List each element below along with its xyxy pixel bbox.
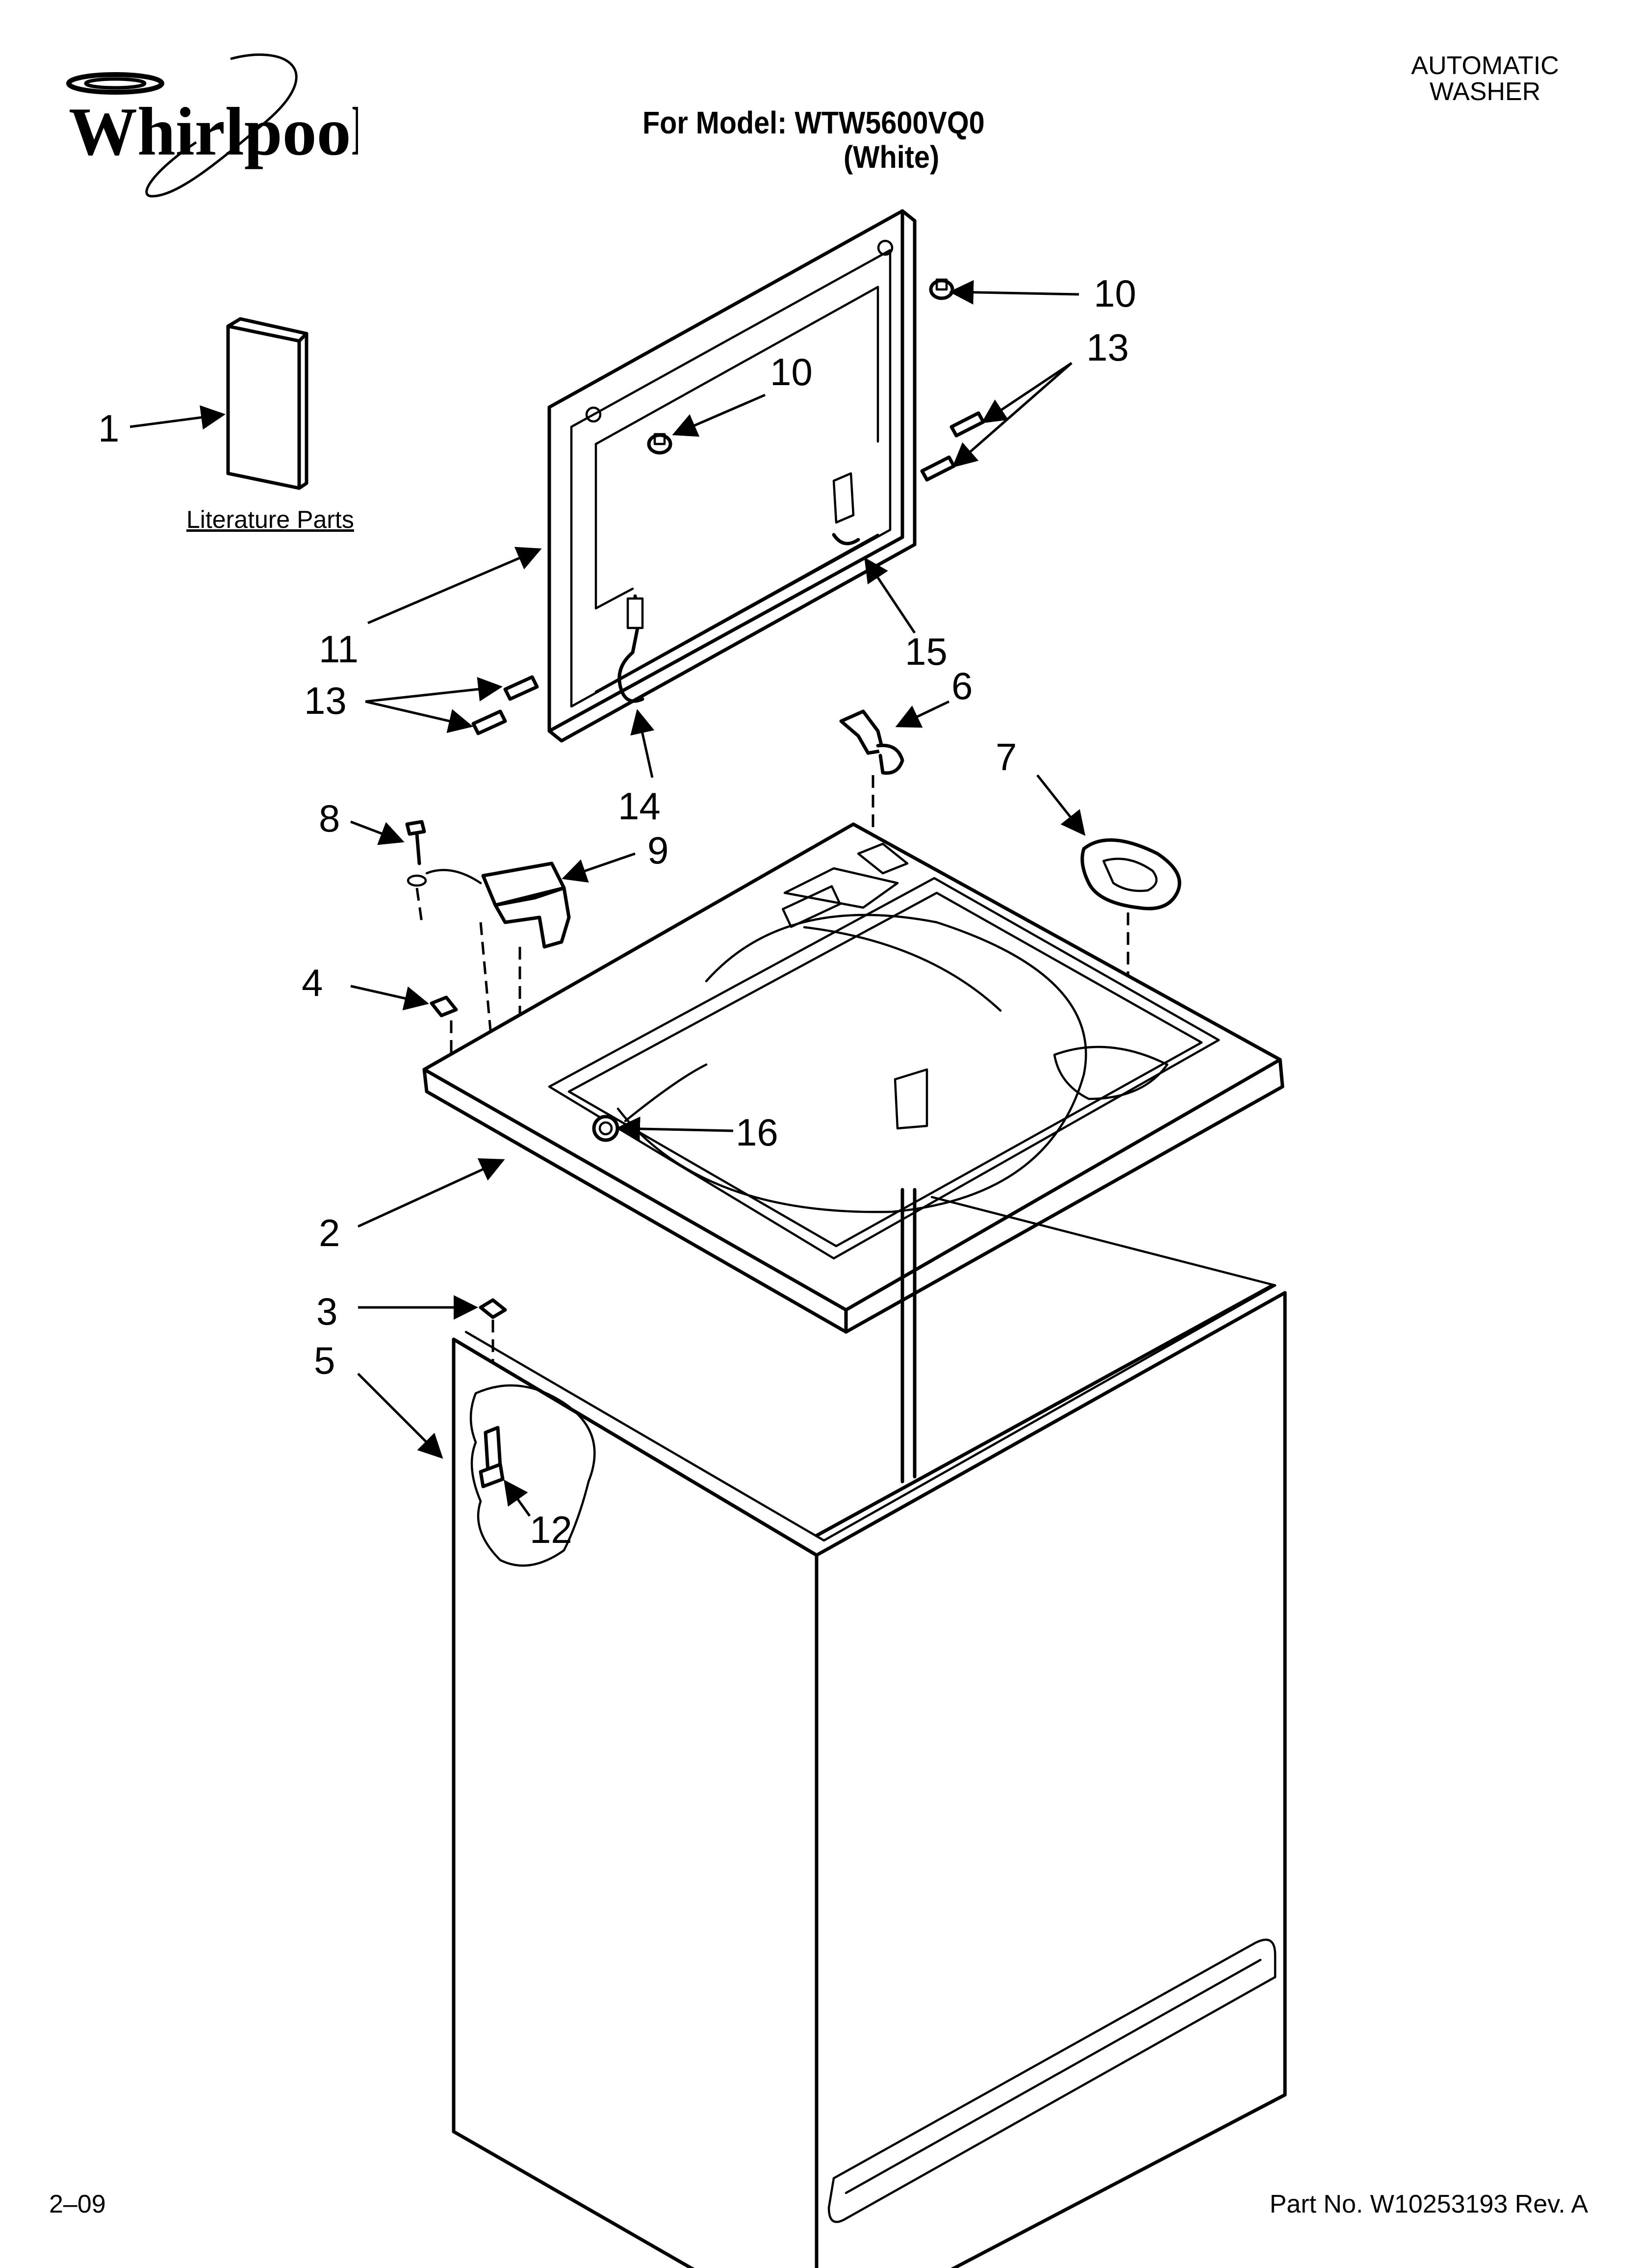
- part-2-top-panel: [422, 822, 1284, 1334]
- leader-1: [129, 405, 226, 430]
- callout-4: 4: [302, 961, 323, 1004]
- callout-1: 1: [98, 407, 119, 450]
- part-7-dispenser: [1080, 838, 1181, 1050]
- part-12-cabinet-screw: [469, 1384, 596, 1567]
- leader-16: [616, 1116, 734, 1141]
- leader-14: [630, 709, 655, 778]
- leader-8: [350, 820, 405, 845]
- leader-10-left: [672, 393, 766, 437]
- leader-2: [357, 1158, 505, 1228]
- leader-12: [504, 1479, 531, 1517]
- part-9-lid-switch: [425, 861, 571, 1050]
- leader-13-left-a: [365, 677, 503, 703]
- leader-9: [562, 852, 636, 883]
- part-10-lid-bumper-right: [929, 278, 954, 300]
- callout-13-left: 13: [304, 679, 347, 722]
- leader-5: [357, 1373, 443, 1459]
- callout-16: 16: [736, 1111, 778, 1154]
- document-type: AUTOMATIC WASHER: [1382, 52, 1588, 106]
- part-4-clip: [430, 995, 458, 1055]
- part-14-lid-hinge-wire: [617, 594, 644, 703]
- callout-7: 7: [996, 735, 1017, 779]
- callout-8: 8: [319, 797, 340, 840]
- part-13-screws-left: [471, 675, 539, 735]
- leader-10-right: [949, 280, 1079, 305]
- leader-15: [864, 557, 916, 634]
- footer-date-code: 2–09: [49, 2190, 106, 2218]
- callout-10-right: 10: [1094, 272, 1136, 315]
- leader-13-left-b: [365, 700, 473, 733]
- whirlpool-logo: Whirlpool: [54, 49, 370, 211]
- callout-12: 12: [530, 1508, 572, 1551]
- callout-10-left: 10: [770, 350, 813, 393]
- callout-3: 3: [316, 1290, 337, 1333]
- callout-13-right: 13: [1086, 326, 1129, 369]
- part-10-lid-bumper-left: [647, 433, 672, 455]
- part-11-lid: [547, 209, 917, 743]
- literature-parts-label: Literature Parts: [186, 506, 354, 533]
- part-15-lid-hinge-clip: [832, 472, 860, 546]
- whirlpool-logo-text: Whirlpool: [69, 94, 358, 170]
- leader-6: [895, 700, 950, 728]
- leader-13-right-a: [981, 362, 1073, 423]
- model-number: For Model: WTW5600VQ0: [642, 105, 985, 140]
- part-13-screws-right: [920, 411, 985, 482]
- callout-11: 11: [319, 627, 359, 671]
- part-16-inlet-nozzle: [592, 1115, 619, 1142]
- part-8-switch-screw: [405, 820, 427, 923]
- document-type-line2: WASHER: [1429, 78, 1541, 106]
- leader-7: [1036, 774, 1086, 836]
- callout-6: 6: [951, 664, 973, 707]
- leader-13-right-b: [952, 362, 1073, 468]
- callout-2: 2: [319, 1211, 340, 1254]
- document-type-line1: AUTOMATIC: [1411, 52, 1559, 80]
- leader-11: [367, 547, 542, 625]
- leader-4: [350, 985, 429, 1011]
- callout-5: 5: [314, 1339, 335, 1382]
- part-5-cabinet: [452, 1188, 1287, 2268]
- model-color: (White): [844, 139, 940, 175]
- footer-part-number: Part No. W10253193 Rev. A: [1269, 2190, 1588, 2218]
- callout-15: 15: [905, 630, 948, 673]
- callout-14: 14: [618, 784, 661, 828]
- part-6-lid-hinge: [839, 709, 904, 834]
- part-1-literature-booklet: [226, 317, 308, 490]
- callout-9: 9: [647, 829, 668, 872]
